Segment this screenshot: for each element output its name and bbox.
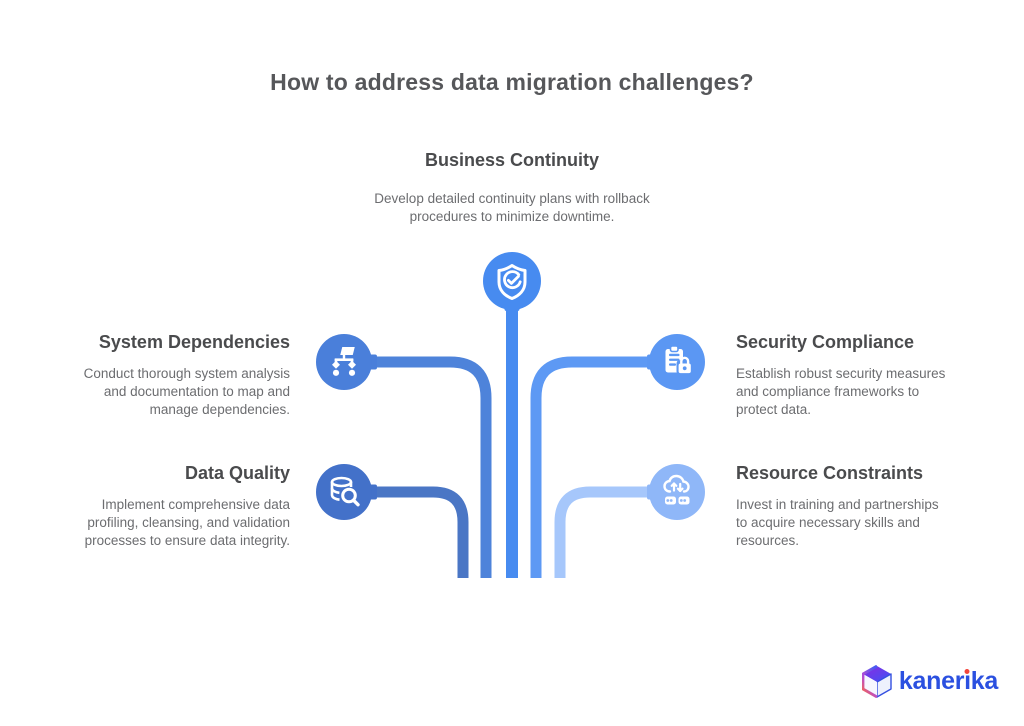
data-quality-label: Data Quality [184, 463, 290, 483]
security-compliance-label: Security Compliance [736, 332, 915, 352]
business-continuity-description: Develop detailed continuity plans with r… [374, 191, 650, 224]
connector-system-dependencies [371, 356, 492, 578]
kanerika-logo: kanerıka [861, 665, 998, 698]
system-dependencies-label: System Dependencies [98, 332, 290, 352]
sitemap-icon [332, 347, 356, 376]
resource-constraints-block: Resource Constraints Invest in training … [736, 463, 986, 550]
logo-i-dot: ı [964, 667, 971, 695]
connector-data-quality [371, 486, 469, 578]
clipboard-lock-icon [665, 345, 693, 375]
system-dependencies-description: Conduct thorough system analysis and doc… [83, 366, 290, 417]
shield-check-icon [497, 264, 527, 300]
database-search-icon [330, 476, 360, 507]
security-compliance-block: Security Compliance Establish robust sec… [736, 332, 986, 419]
page-title: How to address data migration challenges… [270, 69, 754, 95]
system-dependencies-badge [316, 334, 372, 390]
cloud-transfer-icon [663, 474, 690, 505]
system-dependencies-block: System Dependencies Conduct thorough sys… [40, 332, 290, 419]
business-continuity-block: Business Continuity Develop detailed con… [332, 150, 692, 226]
kanerika-wordmark: kanerıka [898, 667, 998, 695]
connector-security-compliance [530, 356, 653, 578]
business-continuity-label: Business Continuity [424, 150, 599, 170]
security-compliance-description: Establish robust security measures and c… [736, 366, 946, 417]
resource-constraints-badge [649, 464, 705, 520]
kanerika-cube-icon [861, 665, 892, 698]
resource-constraints-label: Resource Constraints [736, 463, 924, 483]
data-quality-description: Implement comprehensive data profiling, … [84, 497, 290, 548]
resource-constraints-description: Invest in training and partnerships to a… [736, 497, 939, 548]
data-quality-block: Data Quality Implement comprehensive dat… [40, 463, 290, 550]
connector-resource-constraints [554, 486, 653, 578]
